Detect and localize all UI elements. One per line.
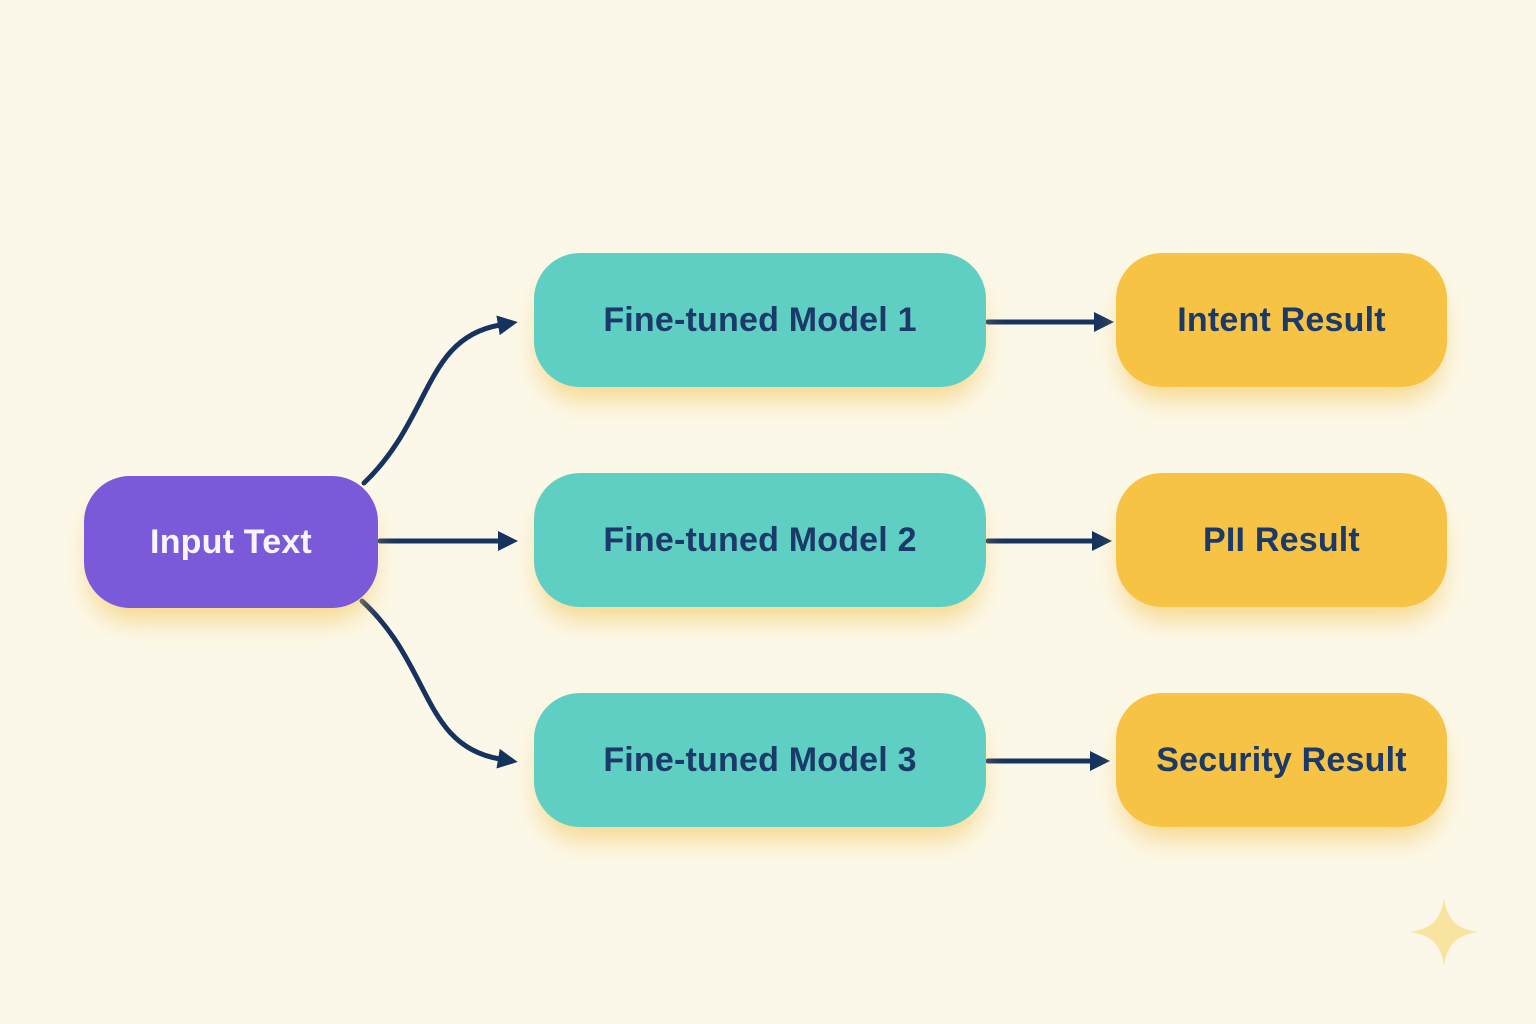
node-pii-result-label: PII Result xyxy=(1203,520,1360,559)
edge-input-to-model1 xyxy=(361,315,518,486)
node-input-text-label: Input Text xyxy=(150,522,312,561)
node-pii-result: PII Result xyxy=(1116,473,1447,607)
node-fine-tuned-model-3-label: Fine-tuned Model 3 xyxy=(603,740,917,779)
node-intent-result-label: Intent Result xyxy=(1177,300,1386,339)
node-fine-tuned-model-1: Fine-tuned Model 1 xyxy=(534,253,986,387)
node-fine-tuned-model-3: Fine-tuned Model 3 xyxy=(534,693,986,827)
node-security-result-label: Security Result xyxy=(1156,740,1407,779)
edge-input-to-model3 xyxy=(359,598,518,769)
node-input-text: Input Text xyxy=(84,476,378,608)
node-fine-tuned-model-1-label: Fine-tuned Model 1 xyxy=(603,300,917,339)
sparkle-icon xyxy=(1410,898,1478,966)
node-security-result: Security Result xyxy=(1116,693,1447,827)
node-intent-result: Intent Result xyxy=(1116,253,1447,387)
node-fine-tuned-model-2-label: Fine-tuned Model 2 xyxy=(603,520,917,559)
node-fine-tuned-model-2: Fine-tuned Model 2 xyxy=(534,473,986,607)
